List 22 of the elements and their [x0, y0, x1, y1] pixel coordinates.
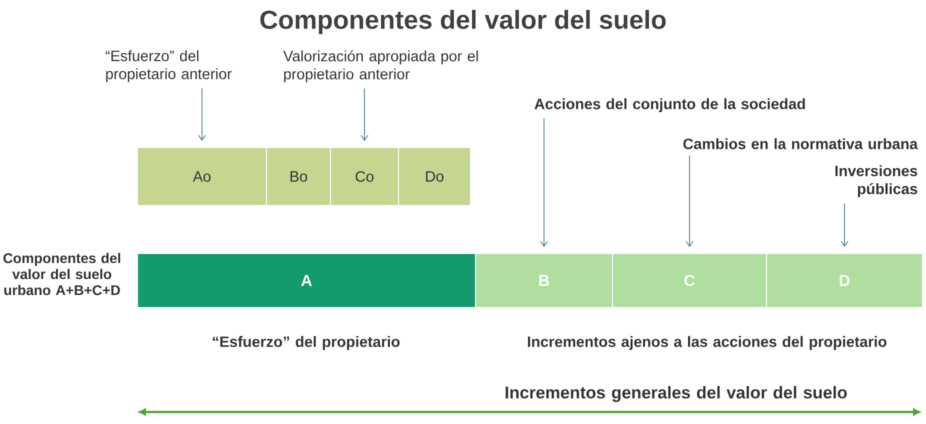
title: Componentes del valor del suelo: [260, 10, 666, 34]
row-label: Componentes del valor del suelo urbano A+B+C+D: [3, 252, 120, 296]
component-box: Bo: [266, 147, 331, 206]
caption-text: Incrementos generales del valor del suelo: [506, 386, 847, 402]
arrow: [686, 154, 694, 247]
value-segment: A: [137, 253, 476, 308]
arrow: [840, 202, 848, 247]
value-segment: D: [766, 253, 923, 308]
annotation-text: Acciones del conjunto de la sociedad: [534, 98, 805, 112]
annotation-text: Valorización apropiada por el propietario anterior: [283, 50, 478, 82]
component-box: Co: [330, 147, 399, 206]
component-box: Do: [398, 147, 471, 206]
value-segment: C: [612, 253, 767, 308]
arrow: [198, 88, 206, 141]
arrow: [360, 88, 368, 141]
annotation-text: “Esfuerzo” del propietario anterior: [106, 50, 232, 82]
caption-text: Incrementos ajenos a las acciones del propietario: [528, 336, 886, 350]
value-segment: B: [475, 253, 613, 308]
annotation-text: Inversiones públicas: [835, 165, 918, 198]
annotation-text: Cambios en la normativa urbana: [683, 138, 918, 150]
caption-text: “Esfuerzo” del propietario: [212, 336, 400, 350]
arrow: [540, 118, 548, 247]
